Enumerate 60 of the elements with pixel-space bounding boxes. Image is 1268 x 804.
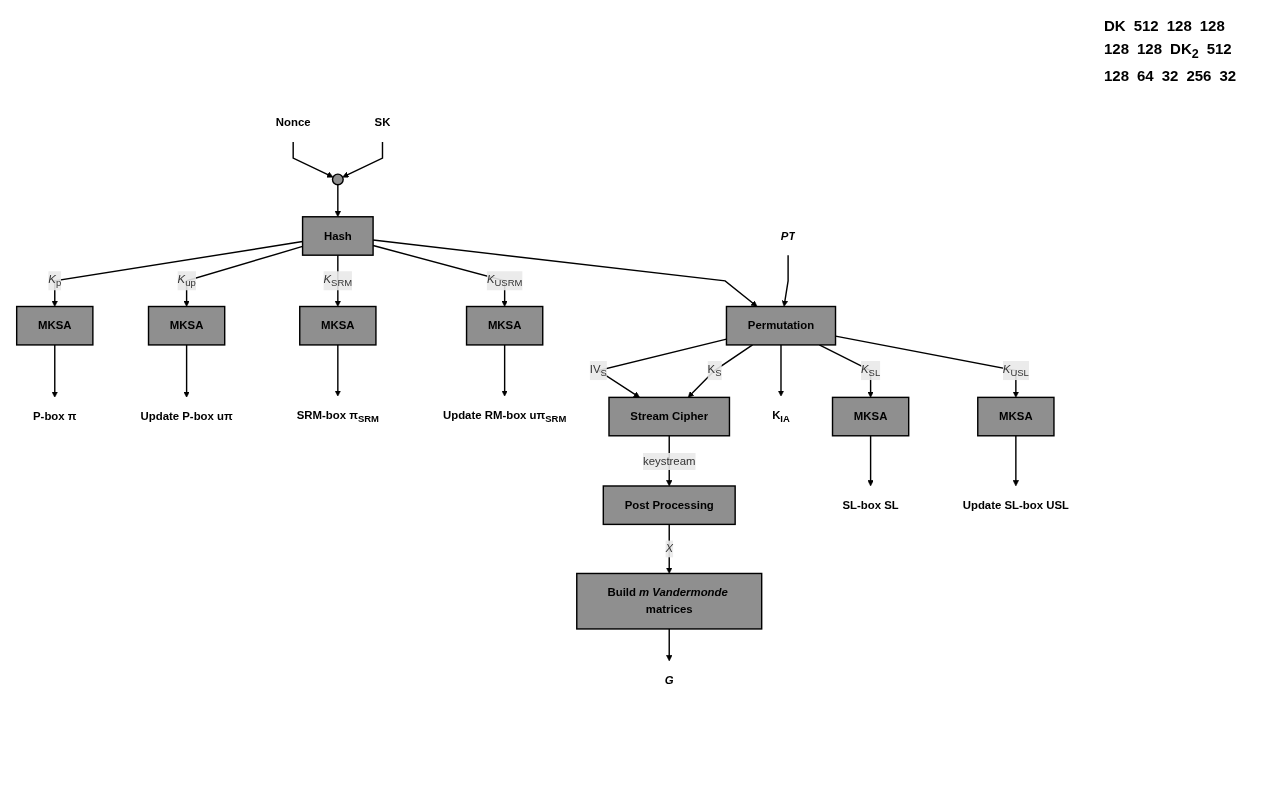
arrow <box>183 344 190 399</box>
node-text: SK <box>374 116 391 130</box>
bit-width-label: 256 <box>1186 67 1212 84</box>
bit-width-label: 512 <box>1133 17 1159 34</box>
bit-width-label: DK <box>1104 17 1126 34</box>
edge-label: K$_{SL}$ <box>861 363 881 379</box>
arrow <box>1012 435 1019 487</box>
node-text: PT <box>780 230 796 243</box>
edge-label: keystream <box>642 455 696 468</box>
node-box: Permutation <box>725 306 837 347</box>
node-text: SRM-box π$_{SRM}$ <box>296 409 379 425</box>
node-box: MKSA <box>299 306 377 347</box>
bit-width-label: 32 <box>1219 67 1237 84</box>
bit-width-label: DK$_{2}$ <box>1170 40 1199 61</box>
edge-label: K$_{SRM}$ <box>323 273 353 289</box>
node-text: SL-box SL <box>842 499 899 512</box>
arrow <box>666 524 673 575</box>
arrow <box>867 435 874 487</box>
node-box: MKSA <box>465 306 544 347</box>
arrow <box>292 141 334 178</box>
bit-width-label: 32 <box>1161 67 1179 84</box>
node-text: Nonce <box>275 116 311 130</box>
bit-width-label: 64 <box>1137 67 1154 84</box>
arrow <box>342 141 384 178</box>
bit-width-label: 128 <box>1166 17 1192 34</box>
arrow <box>687 344 754 399</box>
arrow <box>334 344 341 397</box>
bit-width-label: 128 <box>1104 67 1130 84</box>
bit-width-label: 512 <box>1206 40 1232 57</box>
edge-label: K$_{S}$ <box>707 363 722 379</box>
node-text: Update P-box uπ <box>140 410 233 423</box>
edge-label: IV$_{S}$ <box>589 363 607 379</box>
node-text: Update RM-box uπ$_{SRM}$ <box>442 409 567 425</box>
edge-label: K$_{USL}$ <box>1002 363 1029 379</box>
arrow <box>51 344 58 399</box>
node-circle <box>331 173 344 186</box>
bit-width-label: 128 <box>1199 17 1225 34</box>
edge-label: K$_{p}$ <box>48 273 62 289</box>
node-text: Update SL-box USL <box>962 499 1069 512</box>
arrow <box>777 344 785 397</box>
node-box: MKSA <box>147 306 226 347</box>
node-text: G <box>664 674 674 687</box>
edge-label: K$_{up}$ <box>177 273 196 289</box>
arrow <box>334 184 341 218</box>
arrow <box>501 344 508 397</box>
node-box: Hash <box>301 216 374 257</box>
node-text: K$_{IA}$ <box>772 409 790 425</box>
node-box: Stream Cipher <box>608 397 731 437</box>
bit-width-label: 128 <box>1104 40 1130 57</box>
node-box: MKSA <box>15 306 94 347</box>
edge-label: X <box>665 543 674 556</box>
edge-label: K$_{USRM}$ <box>486 273 523 289</box>
arrow <box>666 628 673 662</box>
node-text: P-box π <box>33 410 77 423</box>
node-box: Post Processing <box>602 485 736 526</box>
node-box: MKSA <box>831 397 910 437</box>
arrow <box>781 254 789 308</box>
node-box: Build m Vandermonde matrices <box>576 573 763 631</box>
bit-width-label: 128 <box>1137 40 1163 57</box>
node-box: MKSA <box>977 397 1055 437</box>
